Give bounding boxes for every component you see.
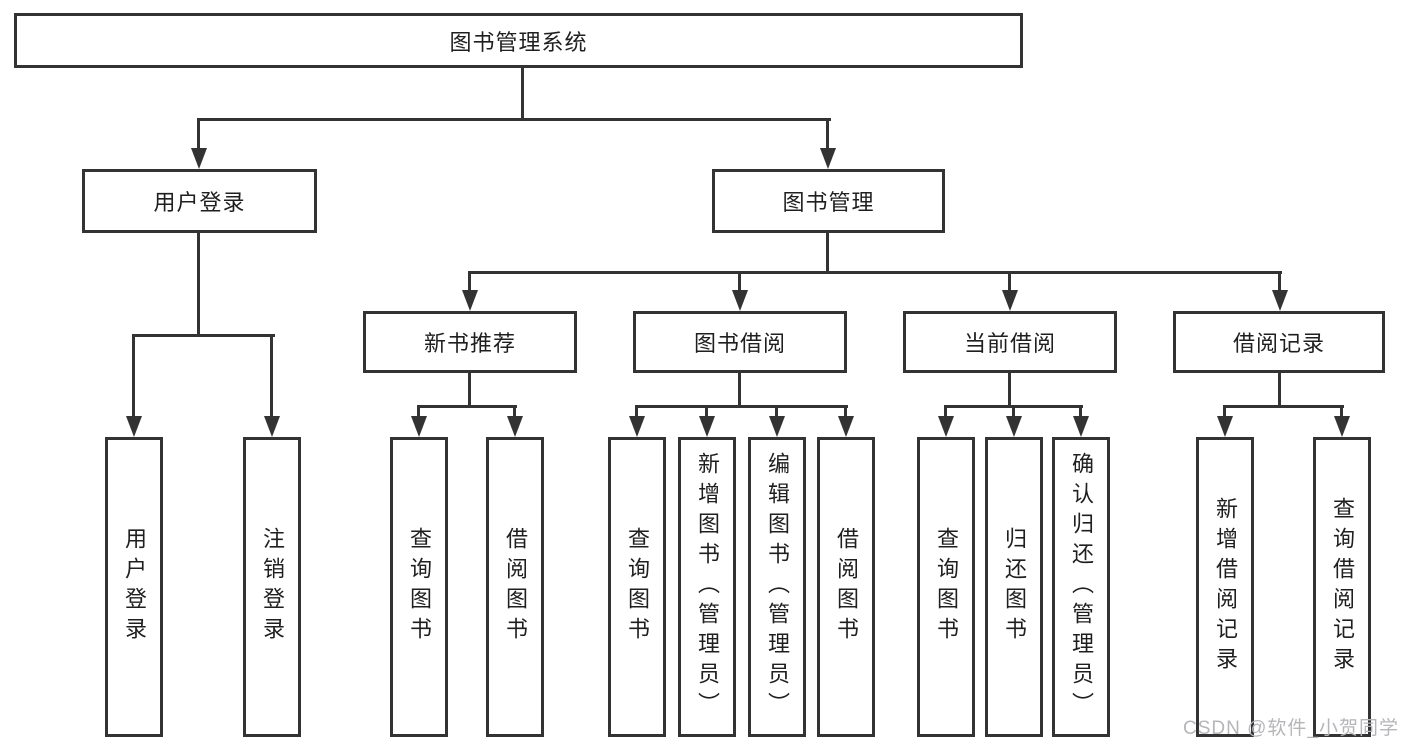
arrow-down-icon: [769, 416, 785, 437]
connector-line: [197, 233, 200, 336]
node-label: 新书推荐: [423, 331, 516, 356]
connector-line: [468, 271, 471, 293]
connector-line: [1278, 271, 1281, 293]
arrow-down-icon: [938, 416, 954, 437]
arrow-down-icon: [1006, 416, 1022, 437]
connector-line: [197, 118, 200, 150]
node-label: 图书借阅: [693, 331, 786, 356]
connector-line: [197, 118, 831, 121]
node-label: 归还图书: [1002, 527, 1027, 647]
connector-line: [738, 373, 741, 407]
connector-line: [826, 233, 829, 274]
node-book-borrow: 图书借阅: [633, 311, 847, 373]
connector-line: [513, 405, 516, 419]
arrow-down-icon: [838, 416, 854, 437]
leaf-return-books: 归还图书: [985, 437, 1043, 737]
node-label: 编辑图书（管理员）: [765, 452, 790, 722]
arrow-down-icon: [507, 416, 523, 437]
node-label: 注销登录: [260, 527, 285, 647]
connector-line: [826, 118, 829, 150]
arrow-down-icon: [411, 416, 427, 437]
leaf-borrow-books: 借阅图书: [817, 437, 875, 737]
node-book-management: 图书管理: [712, 169, 945, 233]
connector-line: [468, 271, 1282, 274]
connector-line: [1012, 405, 1015, 419]
node-library-management-system: 图书管理系统: [14, 13, 1023, 68]
connector-line: [738, 271, 741, 293]
arrow-down-icon: [1334, 416, 1350, 437]
leaf-confirm-return-admin: 确认归还（管理员）: [1052, 437, 1110, 737]
connector-line: [1278, 373, 1281, 407]
connector-line: [468, 373, 471, 407]
leaf-query-borrow-record: 查询借阅记录: [1313, 437, 1371, 737]
node-label: 当前借阅: [963, 331, 1056, 356]
arrow-down-icon: [820, 148, 836, 169]
node-label: 查询图书: [625, 527, 650, 647]
node-label: 新增借阅记录: [1213, 497, 1238, 677]
connector-line: [635, 405, 638, 419]
node-label: 用户登录: [122, 527, 147, 647]
connector-line: [1008, 271, 1011, 293]
leaf-add-borrow-record: 新增借阅记录: [1196, 437, 1254, 737]
connector-line: [944, 405, 947, 419]
arrow-down-icon: [629, 416, 645, 437]
arrow-down-icon: [732, 290, 748, 311]
node-label: 确认归还（管理员）: [1069, 452, 1094, 722]
connector-line: [1223, 405, 1226, 419]
leaf-user-login: 用户登录: [105, 437, 163, 737]
connector-line: [705, 405, 708, 419]
arrow-down-icon: [462, 290, 478, 311]
connector-line: [1008, 373, 1011, 407]
node-user-login: 用户登录: [82, 169, 317, 233]
node-label: 用户登录: [153, 190, 246, 215]
connector-line: [132, 334, 135, 418]
arrow-down-icon: [1272, 290, 1288, 311]
arrow-down-icon: [264, 416, 280, 437]
node-label: 查询借阅记录: [1330, 497, 1355, 677]
leaf-query-books-recommend: 查询图书: [390, 437, 448, 737]
leaf-logout: 注销登录: [243, 437, 301, 737]
node-borrow-records: 借阅记录: [1173, 311, 1385, 373]
node-new-book-recommend: 新书推荐: [363, 311, 577, 373]
arrow-down-icon: [1217, 416, 1233, 437]
connector-line: [1340, 405, 1343, 419]
node-current-borrow: 当前借阅: [903, 311, 1117, 373]
leaf-query-books-current: 查询图书: [917, 437, 975, 737]
connector-line: [417, 405, 420, 419]
node-label: 新增图书（管理员）: [695, 452, 720, 722]
connector-line: [844, 405, 847, 419]
connector-line: [1079, 405, 1082, 419]
node-label: 借阅记录: [1232, 331, 1325, 356]
arrow-down-icon: [126, 416, 142, 437]
node-label: 借阅图书: [503, 527, 528, 647]
arrow-down-icon: [1073, 416, 1089, 437]
connector-line: [775, 405, 778, 419]
arrow-down-icon: [699, 416, 715, 437]
node-label: 图书管理系统: [449, 29, 588, 55]
leaf-edit-books-admin: 编辑图书（管理员）: [748, 437, 806, 737]
node-label: 查询图书: [934, 527, 959, 647]
leaf-query-books-borrow: 查询图书: [608, 437, 666, 737]
node-label: 借阅图书: [834, 527, 859, 647]
node-label: 查询图书: [407, 527, 432, 647]
connector-line: [417, 405, 517, 408]
watermark: CSDN @软件_小贺同学: [1183, 718, 1399, 739]
leaf-borrow-books-recommend: 借阅图书: [486, 437, 544, 737]
connector-line: [1223, 405, 1344, 408]
arrow-down-icon: [191, 148, 207, 169]
connector-line: [270, 334, 273, 418]
connector-line: [132, 334, 275, 337]
leaf-add-books-admin: 新增图书（管理员）: [678, 437, 736, 737]
connector-line: [635, 405, 848, 408]
arrow-down-icon: [1002, 290, 1018, 311]
node-label: 图书管理: [782, 190, 875, 215]
connector-line: [521, 68, 524, 120]
